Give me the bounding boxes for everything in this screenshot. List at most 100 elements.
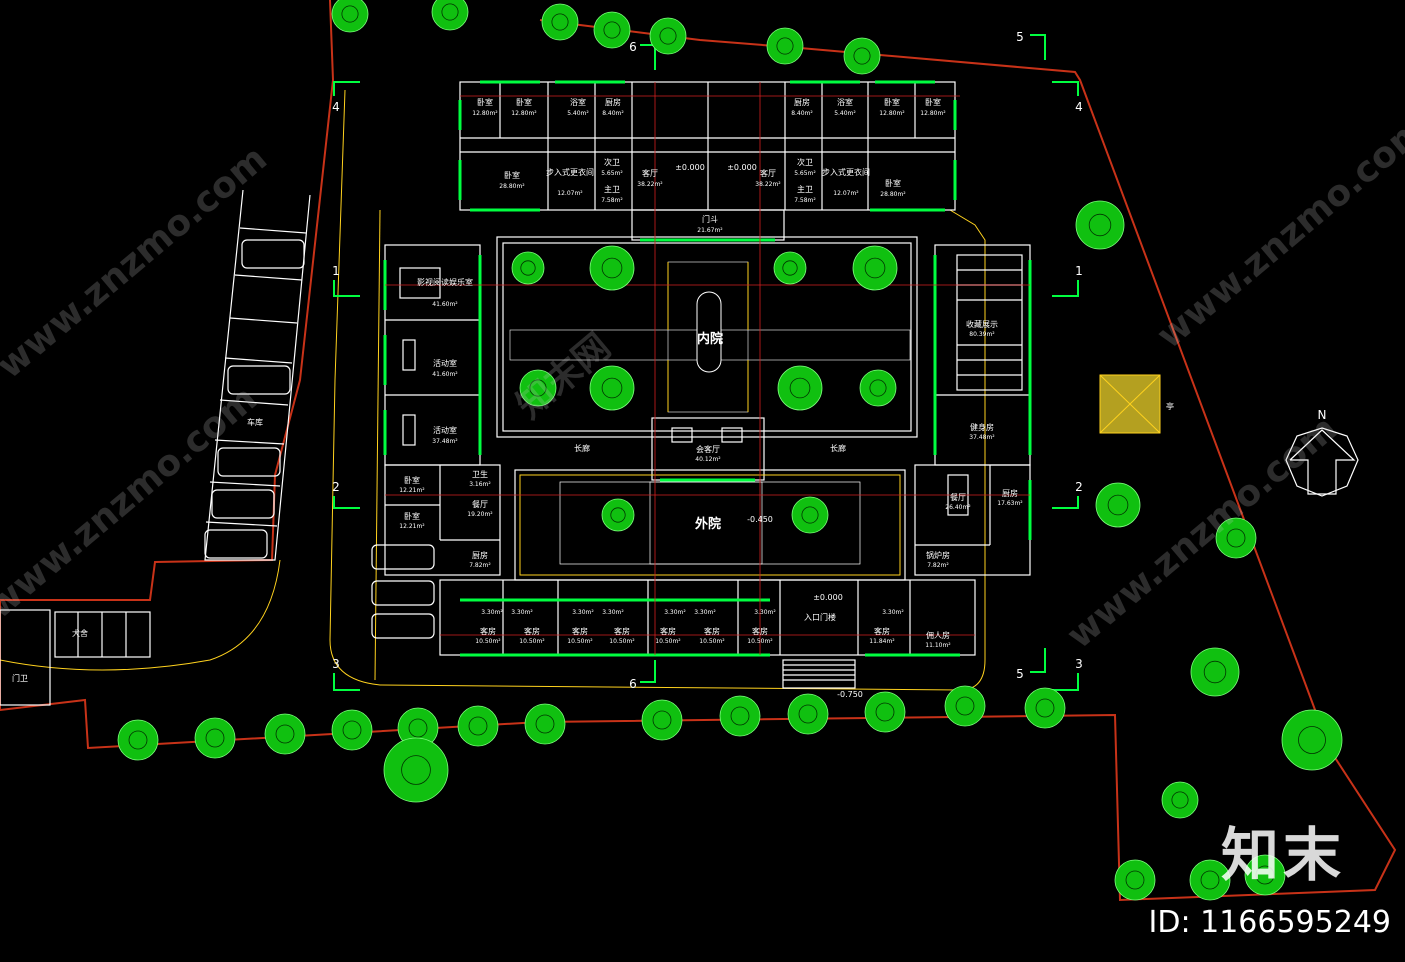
room-name: 厨房	[605, 97, 621, 107]
axis-top-5: 5	[1016, 30, 1024, 44]
room-area: 28.80m²	[880, 191, 906, 198]
tree-canopy-core	[1107, 494, 1129, 516]
tree-canopy-core	[864, 257, 886, 279]
room-area: 3.30m²	[754, 609, 776, 616]
tree-canopy-core	[128, 730, 148, 750]
tree-canopy-core	[853, 47, 871, 65]
tree-canopy-core	[341, 5, 359, 23]
room-name: 主卫	[604, 184, 620, 194]
room-area: 8.40m²	[602, 110, 624, 117]
pavilion: 亭	[1099, 374, 1174, 434]
room-area: 41.60m²	[432, 371, 458, 378]
room-area: 19.20m²	[467, 511, 493, 518]
level-mark: ±0.000	[727, 163, 757, 172]
room-name: 客房	[704, 626, 720, 636]
room-labels: 卧室 12.80m² 卧室 12.80m² 浴室 5.40m² 厨房 8.40m…	[399, 97, 1023, 699]
room-area: 10.50m²	[609, 638, 635, 645]
axis-top-6: 6	[629, 40, 637, 54]
tree-canopy-core	[535, 714, 555, 734]
room-name: 会客厅	[696, 444, 720, 454]
room-name: 次卫	[797, 157, 813, 167]
tree-canopy-core	[730, 706, 750, 726]
tree-canopy-core	[441, 3, 459, 21]
room-area: 3.16m²	[469, 481, 491, 488]
axis-bottom-5: 5	[1016, 667, 1024, 681]
room-area: 12.80m²	[920, 110, 946, 117]
room-area: 3.30m²	[664, 609, 686, 616]
east-wing	[914, 244, 1032, 576]
asset-id-label: ID: 1166595249	[1148, 905, 1391, 940]
room-area: 12.80m²	[472, 110, 498, 117]
tree-canopy-core	[275, 724, 295, 744]
room-name: 锅炉房	[926, 550, 950, 560]
room-name: 卧室	[516, 97, 532, 107]
room-area: 7.58m²	[601, 197, 623, 204]
room-area: 37.48m²	[432, 438, 458, 445]
axis-left-4: 4	[332, 100, 340, 114]
tree-canopy	[519, 369, 557, 407]
room-name: 卧室	[885, 178, 901, 188]
room-name: 客房	[572, 626, 588, 636]
room-area: 10.50m²	[655, 638, 681, 645]
room-area: 21.67m²	[697, 227, 723, 234]
tree-canopy	[787, 693, 829, 735]
axis-left-2: 2	[332, 480, 340, 494]
room-name: 餐厅	[950, 493, 966, 502]
level-mark: ±0.000	[813, 593, 843, 602]
room-name: 活动室	[433, 425, 457, 435]
tree-canopy	[859, 369, 897, 407]
room-name: 卧室	[404, 511, 420, 521]
tree-canopy-core	[875, 702, 895, 722]
room-area: 12.21m²	[399, 523, 425, 530]
north-arrow: N	[1285, 408, 1359, 497]
room-area: 10.50m²	[567, 638, 593, 645]
room-name: 客房	[874, 626, 890, 636]
room-name: 餐厅	[472, 500, 488, 509]
room-area: 3.30m²	[481, 609, 503, 616]
tree-canopy	[1161, 781, 1199, 819]
tree-canopy-core	[1088, 213, 1112, 237]
north-label: N	[1318, 408, 1327, 422]
tree-canopy-core	[1203, 660, 1227, 684]
tree-canopy	[1215, 517, 1257, 559]
gate-house: 犬舍 门卫	[0, 609, 151, 706]
tree-canopy	[457, 705, 499, 747]
axis-right-4: 4	[1075, 100, 1083, 114]
tree-canopy-core	[776, 37, 794, 55]
outer-courtyard-label: 外院	[694, 516, 721, 532]
room-name: 卧室	[504, 170, 520, 180]
room-area: 12.21m²	[399, 487, 425, 494]
room-name: 步入式更衣间	[546, 167, 594, 177]
tree-canopy-core	[789, 377, 811, 399]
room-name: 客房	[660, 626, 676, 636]
room-area: 7.82m²	[469, 562, 491, 569]
room-area: 37.48m²	[969, 434, 995, 441]
tree-canopy-core	[551, 13, 569, 31]
room-name: 卧室	[477, 97, 493, 107]
parking-garage: 车库	[204, 189, 435, 639]
room-area: 10.50m²	[699, 638, 725, 645]
tree-canopy	[791, 496, 829, 534]
room-name: 长廊	[574, 443, 590, 453]
tree-canopy-core	[782, 260, 798, 276]
room-area: 5.65m²	[601, 170, 623, 177]
room-name: 客房	[752, 626, 768, 636]
tree-canopy	[641, 699, 683, 741]
room-area: 17.63m²	[997, 500, 1023, 507]
room-area: 12.80m²	[879, 110, 905, 117]
tree-canopy	[852, 245, 898, 291]
tree-canopy	[944, 685, 986, 727]
tree-canopy	[773, 251, 807, 285]
trees	[117, 0, 1343, 901]
room-area: 8.40m²	[791, 110, 813, 117]
room-name: 活动室	[433, 358, 457, 368]
tree-canopy-core	[601, 377, 623, 399]
room-area: 12.80m²	[511, 110, 537, 117]
tree-canopy-core	[659, 27, 677, 45]
axis-right-3: 3	[1075, 657, 1083, 671]
room-name: 卧室	[925, 97, 941, 107]
room-area: 5.40m²	[567, 110, 589, 117]
axis-markers: 1 2 3 4 1 2 3 4 5 6 5 6	[332, 30, 1083, 691]
room-name: 步入式更衣间	[822, 167, 870, 177]
room-area: 3.30m²	[572, 609, 594, 616]
